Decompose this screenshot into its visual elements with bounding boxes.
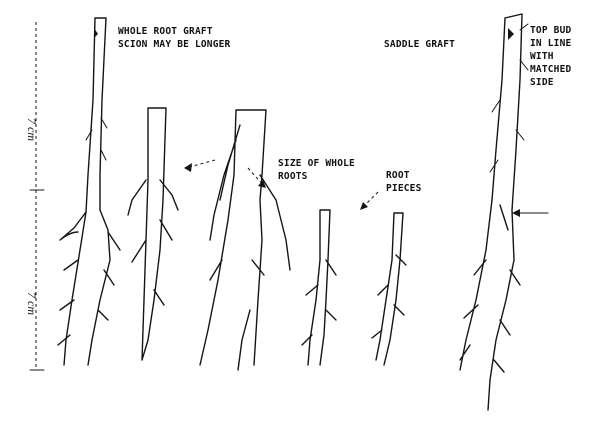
label-top-bud-2: IN LINE xyxy=(530,38,572,49)
saddle-graft-scion xyxy=(492,14,522,210)
label-top-bud-1: TOP BUD xyxy=(530,25,572,36)
whole-root-2-drawing xyxy=(200,110,290,370)
root-piece-2-drawing xyxy=(372,213,406,365)
label-top-bud-3: WITH xyxy=(530,51,554,62)
whole-root-2-outline xyxy=(200,110,290,370)
label-top-bud-4: MATCHED xyxy=(530,64,572,75)
whole-root-graft-scion xyxy=(86,18,106,212)
saddle-graft-top-bud xyxy=(508,28,514,40)
scale-bar: 7 cm 7 cm xyxy=(25,22,44,370)
label-saddle-graft: SADDLE GRAFT xyxy=(384,39,455,50)
label-size-of-whole-roots-1: SIZE OF WHOLE xyxy=(278,158,355,169)
scale-label-lower: 7 cm xyxy=(25,292,39,315)
root-piece-1-drawing xyxy=(302,210,336,365)
root-piece-1-outline xyxy=(302,210,336,365)
scale-label-upper: 7 cm xyxy=(25,118,39,141)
label-top-bud-5: SIDE xyxy=(530,77,554,88)
label-whole-root-graft-1: WHOLE ROOT GRAFT xyxy=(118,26,213,37)
label-whole-root-graft-2: SCION MAY BE LONGER xyxy=(118,39,231,50)
whole-root-graft-drawing xyxy=(58,18,120,365)
label-root-pieces-1: ROOT xyxy=(386,170,410,181)
whole-root-graft-top-bud xyxy=(94,28,98,38)
whole-root-graft-root xyxy=(58,210,120,365)
saddle-graft-root xyxy=(460,200,520,410)
whole-root-1-outline xyxy=(128,108,178,360)
label-size-of-whole-roots-2: ROOTS xyxy=(278,171,308,182)
root-piece-2-outline xyxy=(372,213,406,365)
label-root-pieces-2: PIECES xyxy=(386,183,422,194)
whole-root-1-drawing xyxy=(128,108,178,360)
